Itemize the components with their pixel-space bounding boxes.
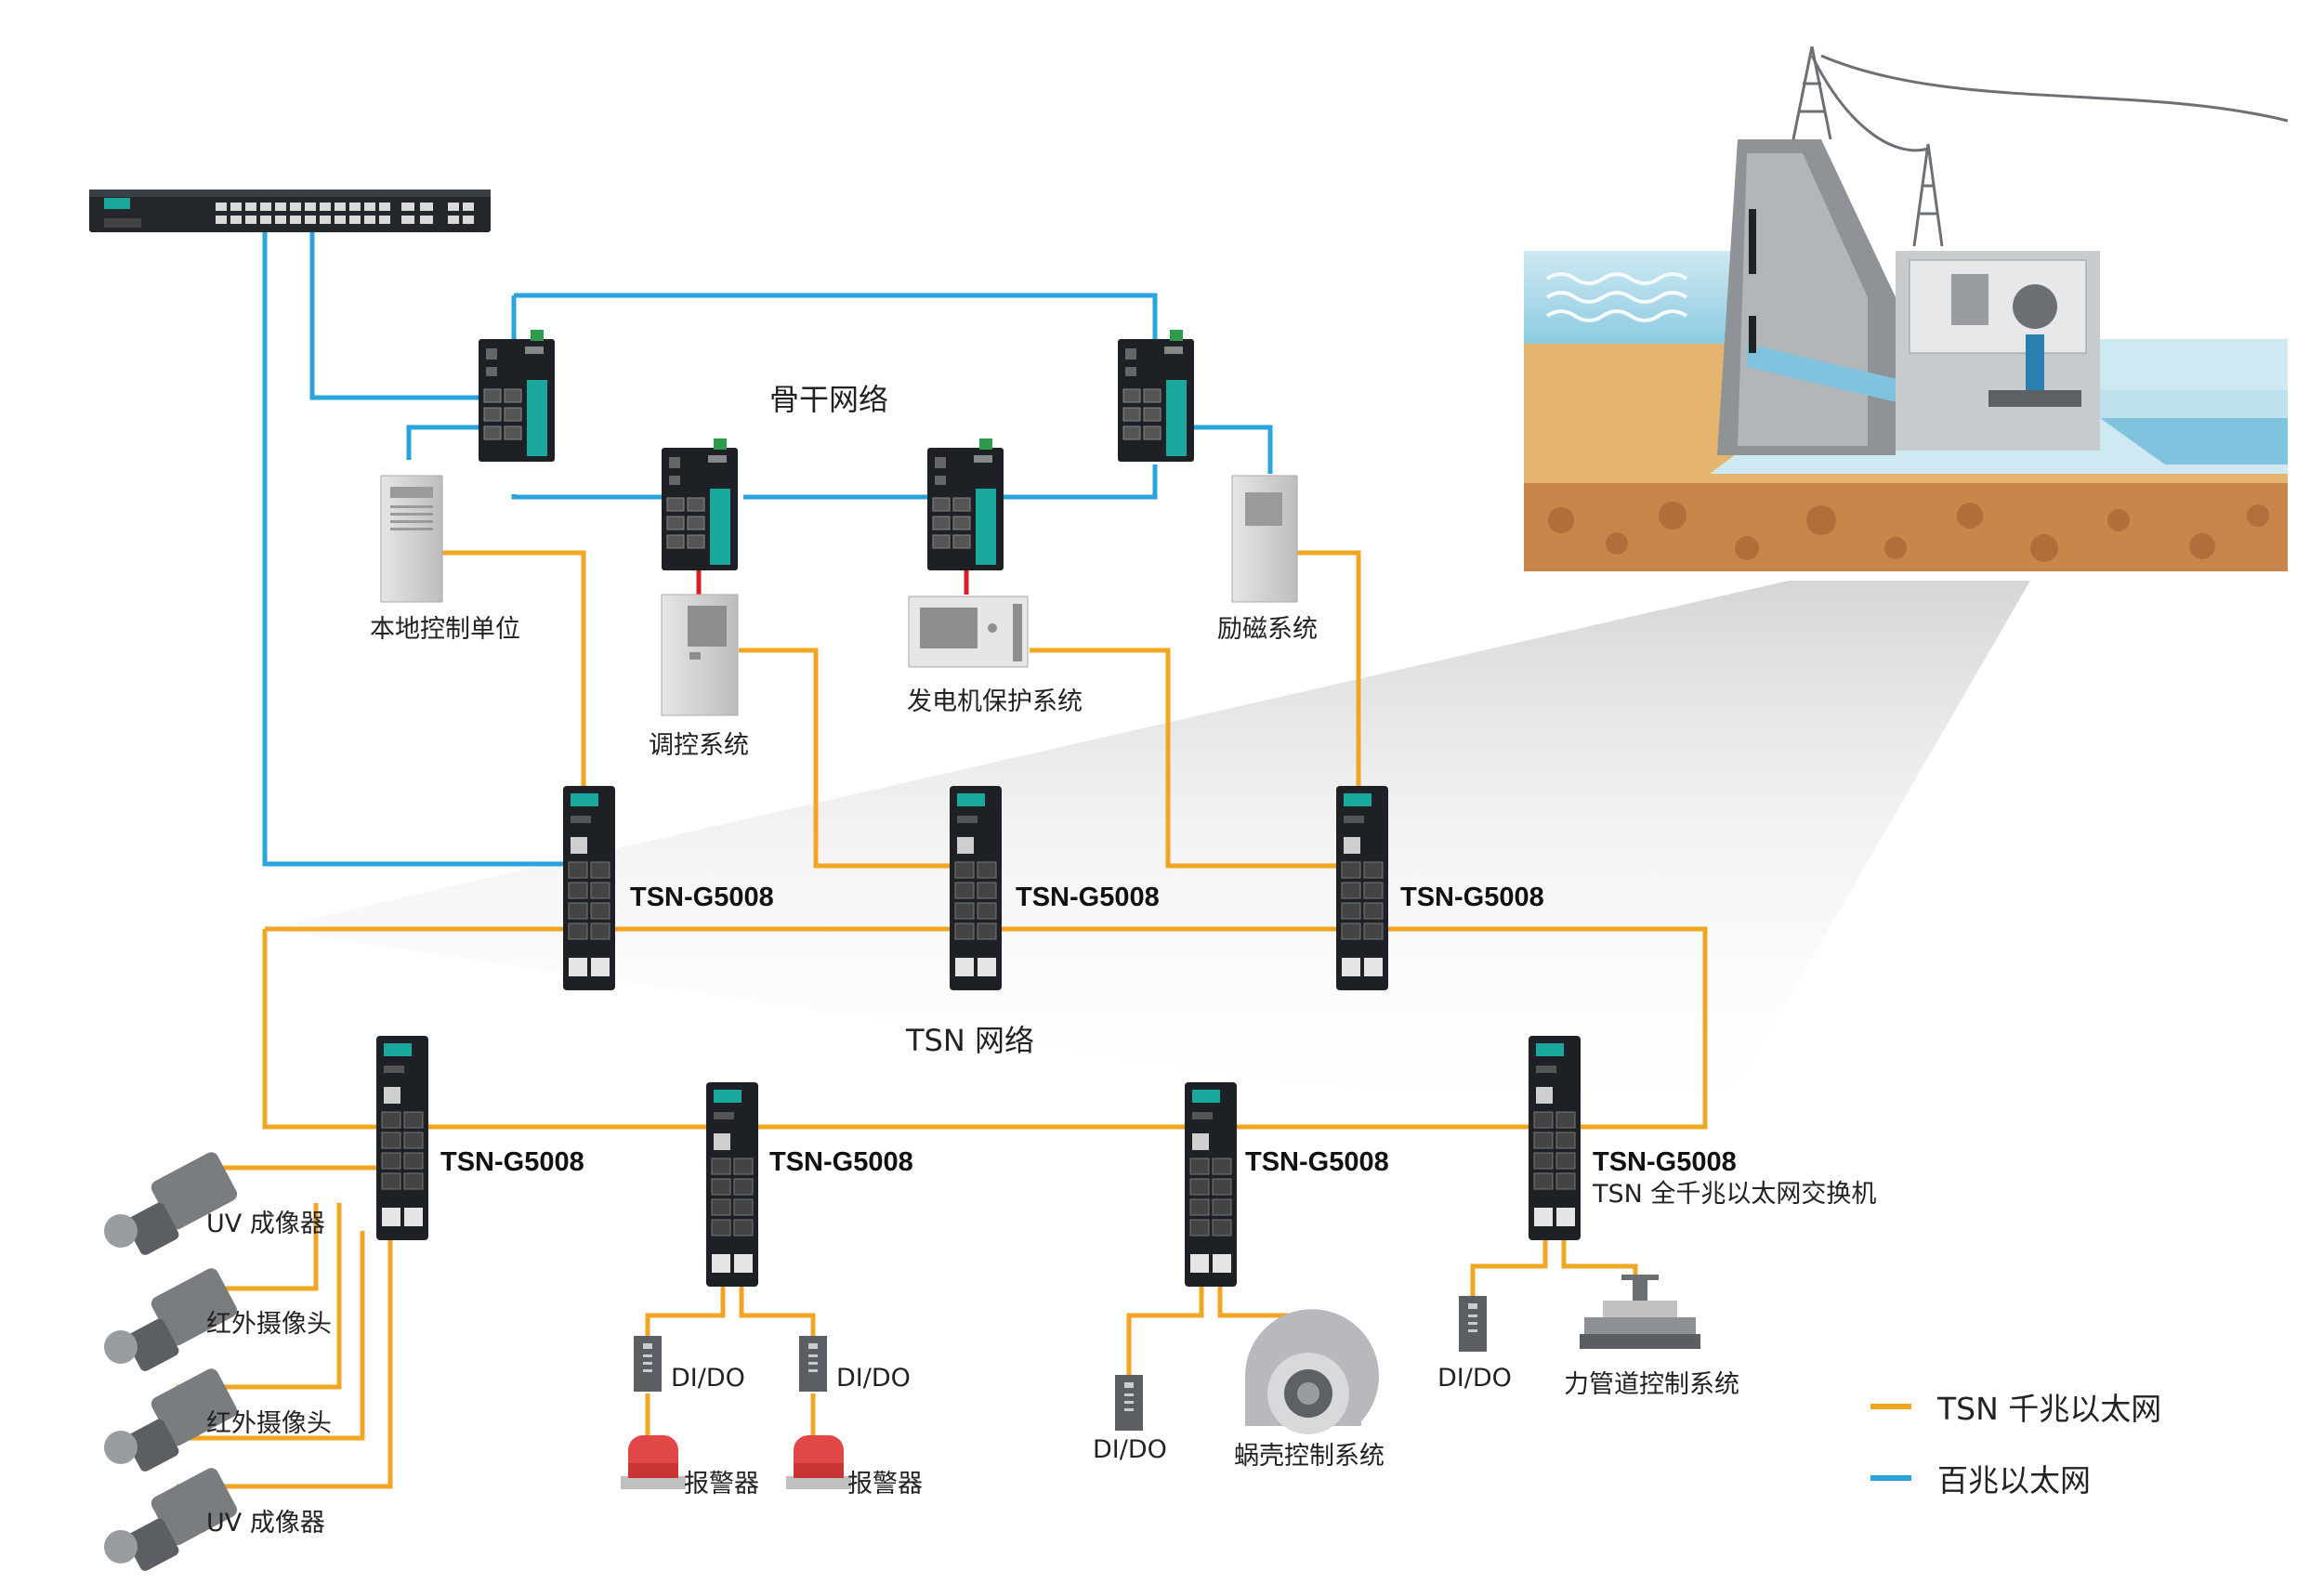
volute-icon xyxy=(1245,1309,1379,1434)
legend-tsn-swatch xyxy=(1870,1404,1911,1409)
backbone-switch-1 xyxy=(478,329,556,463)
generator-protection-panel xyxy=(908,595,1029,668)
dido-1-icon xyxy=(634,1336,662,1392)
dido-1-label: DI/DO xyxy=(671,1364,745,1393)
penstock-control-label: 力管道控制系统 xyxy=(1564,1370,1739,1399)
legend-tsn-label: TSN 千兆以太网 xyxy=(1937,1391,2162,1427)
backbone-switch-3 xyxy=(926,438,1004,571)
tsn-switch-5 xyxy=(705,1081,759,1288)
switch-model-label-7: TSN-G5008 xyxy=(1593,1147,1737,1177)
alarm-1-icon xyxy=(621,1435,686,1489)
tsn-switch-2 xyxy=(949,785,1003,991)
ir-camera-2-label: 红外摄像头 xyxy=(206,1409,332,1438)
uv-imager-2-label: UV 成像器 xyxy=(206,1509,325,1537)
ir-camera-1-label: 红外摄像头 xyxy=(206,1310,332,1339)
dido-3-label: DI/DO xyxy=(1093,1435,1167,1464)
backbone-switch-2 xyxy=(661,438,739,571)
legend-fast-ethernet-label: 百兆以太网 xyxy=(1937,1462,2091,1498)
switch-model-label-1: TSN-G5008 xyxy=(630,883,774,912)
local-control-cabinet xyxy=(380,475,443,603)
legend-tsn: TSN 千兆以太网 xyxy=(1870,1384,2161,1429)
uv-imager-1-label: UV 成像器 xyxy=(206,1210,325,1238)
backbone-switch-4 xyxy=(1117,329,1195,463)
generator-protection-label: 发电机保护系统 xyxy=(907,687,1083,716)
rack-switch xyxy=(89,190,491,232)
excitation-cabinet xyxy=(1231,475,1298,603)
backbone-network-label: 骨干网络 xyxy=(769,382,889,417)
switch-description-label: TSN 全千兆以太网交换机 xyxy=(1593,1180,1877,1209)
tsn-switch-6 xyxy=(1184,1081,1238,1288)
legend-fast-ethernet: 百兆以太网 xyxy=(1870,1456,2091,1500)
tsn-switch-1 xyxy=(562,785,616,991)
dido-4-icon xyxy=(1459,1296,1487,1352)
alarm-1-label: 报警器 xyxy=(684,1470,759,1498)
dido-4-label: DI/DO xyxy=(1437,1364,1512,1393)
tsn-network-label: TSN 网络 xyxy=(906,1023,1034,1058)
excitation-label: 励磁系统 xyxy=(1217,615,1318,644)
tsn-switch-3 xyxy=(1335,785,1389,991)
hydropower-station-illustration xyxy=(1524,46,2289,571)
switch-model-label-2: TSN-G5008 xyxy=(1016,883,1160,912)
switch-model-label-6: TSN-G5008 xyxy=(1245,1147,1389,1177)
alarm-2-icon xyxy=(786,1435,851,1489)
tsn-switch-7 xyxy=(1528,1035,1581,1241)
switch-model-label-5: TSN-G5008 xyxy=(769,1147,913,1177)
tsn-switch-4 xyxy=(375,1035,429,1241)
regulation-label: 调控系统 xyxy=(649,731,749,760)
dido-2-icon xyxy=(799,1336,827,1392)
alarm-2-label: 报警器 xyxy=(847,1470,923,1498)
switch-model-label-4: TSN-G5008 xyxy=(440,1147,584,1177)
dido-3-icon xyxy=(1115,1375,1143,1431)
switch-model-label-3: TSN-G5008 xyxy=(1400,883,1544,912)
regulation-cabinet xyxy=(661,594,739,716)
penstock-control-icon xyxy=(1580,1275,1700,1349)
legend-fast-ethernet-swatch xyxy=(1870,1475,1911,1481)
local-control-label: 本地控制单位 xyxy=(370,615,520,644)
volute-control-label: 蜗壳控制系统 xyxy=(1234,1442,1385,1471)
dido-2-label: DI/DO xyxy=(836,1364,911,1393)
